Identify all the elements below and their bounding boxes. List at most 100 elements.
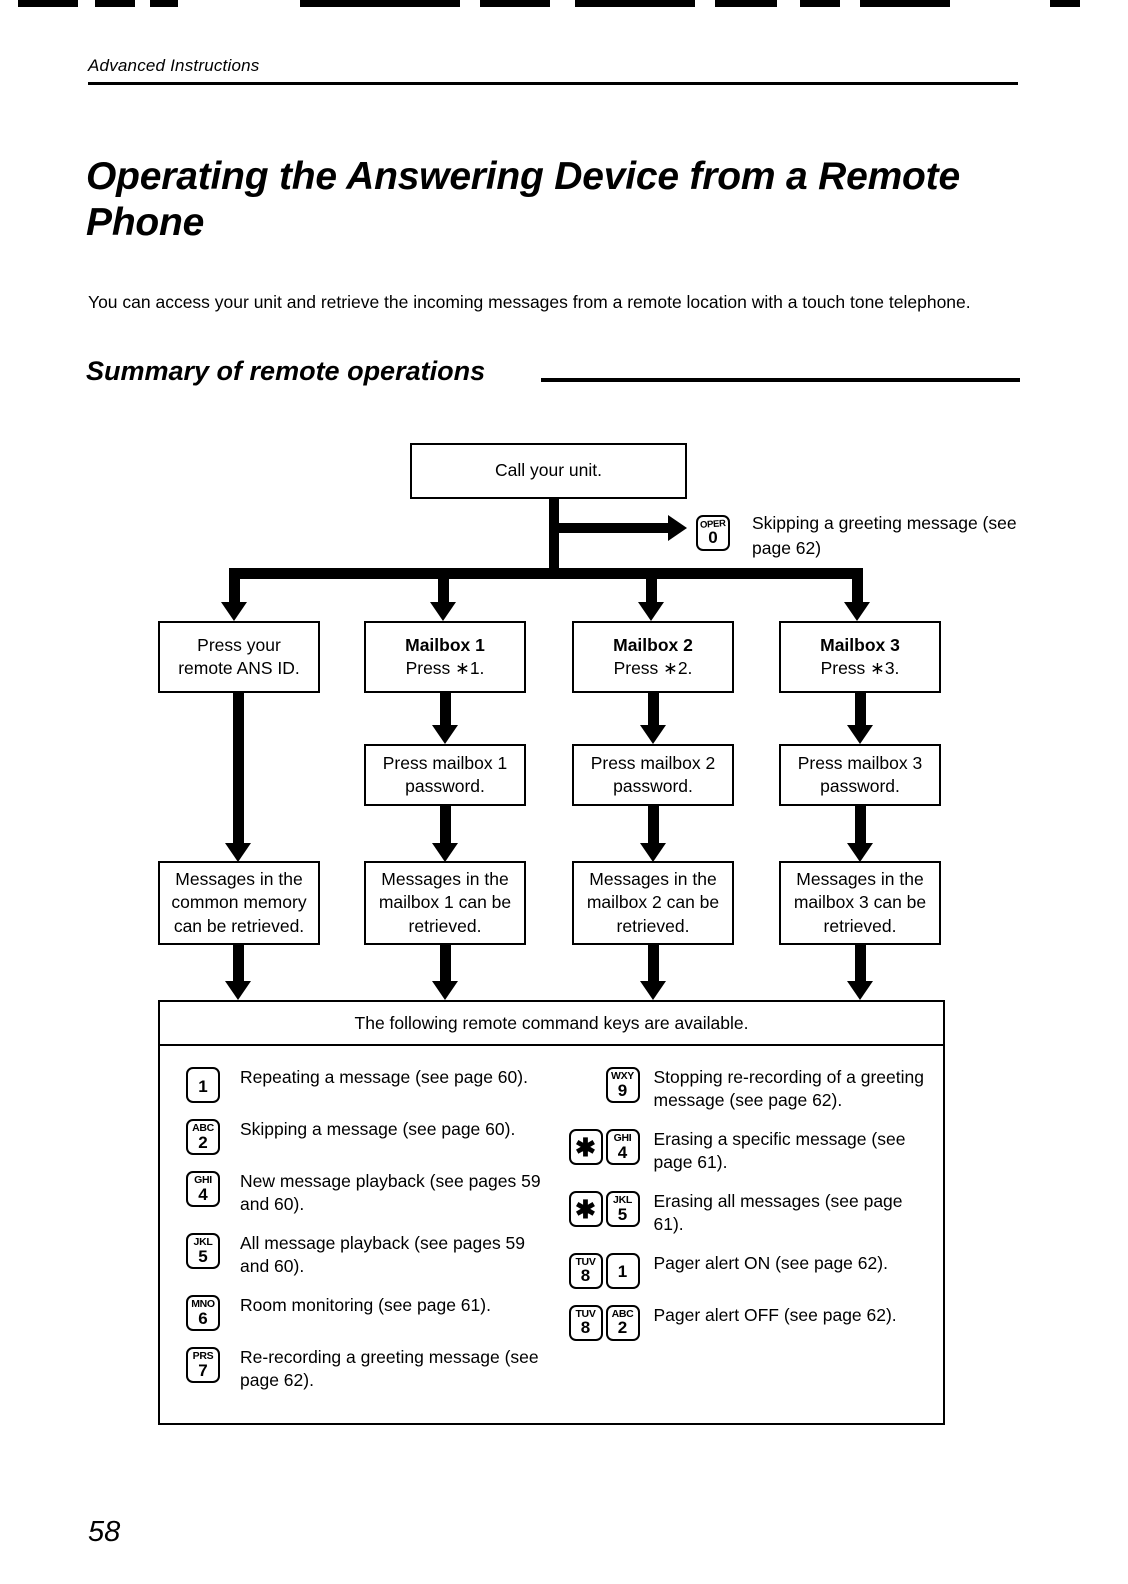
flow-box-col2-step2: Press mailbox 1 password. — [364, 744, 526, 806]
key-letters: ABC — [192, 1122, 214, 1135]
flow-start-label: Call your unit. — [495, 460, 602, 481]
intro-paragraph: You can access your unit and retrieve th… — [88, 291, 971, 312]
flow-box-col2-step2-text: Press mailbox 1 password. — [382, 752, 508, 796]
key-letters: PRS — [192, 1350, 214, 1362]
command-description: Repeating a message (see page 60). — [240, 1067, 528, 1087]
flow-box-col4-step3-text: Messages in the mailbox 3 can be retriev… — [793, 869, 927, 936]
flow-skip-branch-arrow — [668, 515, 687, 541]
flow-box-col4-step3: Messages in the mailbox 3 can be retriev… — [779, 861, 941, 945]
line1: Press your — [197, 634, 281, 655]
flow-arrow-col2-b — [432, 843, 458, 862]
page-title: Operating the Answering Device from a Re… — [86, 155, 960, 245]
command-description: Room monitoring (see page 61). — [240, 1294, 491, 1315]
flow-drop-stem-col2 — [438, 568, 449, 604]
key-oper-0[interactable]: OPER 0 — [696, 515, 730, 551]
mailbox-press: Press ∗3. — [820, 658, 900, 678]
command-row: 1 Repeating a message (see page 60). — [186, 1066, 546, 1103]
key-digit: 8 — [580, 1266, 591, 1286]
flow-stem-col4-c — [855, 945, 866, 983]
flow-arrow-col2-a — [432, 725, 458, 744]
flow-box-col2-step1-text: Mailbox 1 Press ∗1. — [405, 634, 485, 681]
flow-drop-stem-col4 — [852, 568, 863, 604]
section-heading-rule — [541, 378, 1020, 382]
key-digit: 1 — [617, 1262, 628, 1282]
flow-box-col4-step1-text: Mailbox 3 Press ∗3. — [820, 634, 900, 681]
flow-arrow-col3-c — [640, 981, 666, 1000]
key-star[interactable]: ✱ — [568, 1190, 603, 1227]
flow-start-box: Call your unit. — [410, 443, 687, 499]
flow-box-col1-step1-text: Press your remote ANS ID. — [178, 634, 300, 681]
command-description: All message playback (see pages 59 and 6… — [240, 1232, 526, 1277]
flow-box-col1-step3: Messages in the common memory can be ret… — [158, 861, 320, 945]
key-digit: 0 — [708, 528, 718, 548]
flow-arrow-col4-a — [847, 725, 873, 744]
flow-box-col4-step1: Mailbox 3 Press ∗3. — [779, 621, 941, 693]
command-description: Stopping re-recording of a greeting mess… — [653, 1067, 924, 1111]
command-key-group[interactable]: 1 — [186, 1066, 226, 1103]
command-description: Re-recording a greeting message (see pag… — [240, 1346, 539, 1391]
command-description: Erasing all messages (see page 61). — [653, 1190, 903, 1235]
key-letters: WXY — [610, 1070, 635, 1083]
flow-arrow-to-box1-col4 — [844, 602, 870, 621]
key-letters: ABC — [611, 1307, 634, 1320]
flow-box-col3-step2: Press mailbox 2 password. — [572, 744, 734, 806]
command-description: Pager alert OFF (see page 62). — [653, 1304, 897, 1325]
oper-zero-key-wrapper[interactable]: OPER 0 — [696, 515, 730, 551]
flow-arrow-col4-c — [847, 981, 873, 1000]
flow-stem-col3-b — [648, 806, 659, 845]
flow-arrow-col3-a — [640, 725, 666, 744]
command-description: New message playback (see pages 59 and 6… — [240, 1171, 541, 1215]
flow-stem-col4-a — [855, 693, 866, 727]
flow-drop-stem-col3 — [646, 568, 657, 604]
flow-box-col3-step1-text: Mailbox 2 Press ∗2. — [613, 634, 693, 681]
section-heading-text: Summary of remote operations — [86, 356, 486, 386]
command-description: Pager alert ON (see page 62). — [653, 1252, 888, 1273]
key-letters: TUV — [575, 1255, 596, 1268]
key-digit: 5 — [198, 1246, 208, 1266]
flow-skip-branch-line — [549, 523, 669, 533]
command-description: Skipping a message (see page 60). — [240, 1119, 516, 1139]
key-1[interactable]: 1 — [186, 1067, 220, 1103]
flow-arrow-to-box1-col1 — [221, 602, 247, 621]
section-heading: Summary of remote operations — [86, 356, 1020, 392]
key-digit: 1 — [198, 1076, 208, 1096]
flow-box-col4-step2-text: Press mailbox 3 password. — [797, 752, 923, 796]
flow-box-col4-step2: Press mailbox 3 password. — [779, 744, 941, 806]
key-digit: 9 — [617, 1080, 628, 1100]
key-letters: TUV — [575, 1307, 596, 1320]
key-1[interactable]: 1 — [605, 1252, 640, 1289]
key-digit: 8 — [580, 1318, 591, 1338]
command-description: Erasing a specific message (see page 61)… — [653, 1128, 906, 1173]
mailbox-press: Press ∗1. — [405, 658, 485, 678]
key-digit: ✱ — [575, 1133, 596, 1162]
flow-start-stem — [549, 499, 559, 572]
key-star[interactable]: ✱ — [568, 1128, 603, 1165]
scan-artifact-strip — [0, 0, 1128, 7]
